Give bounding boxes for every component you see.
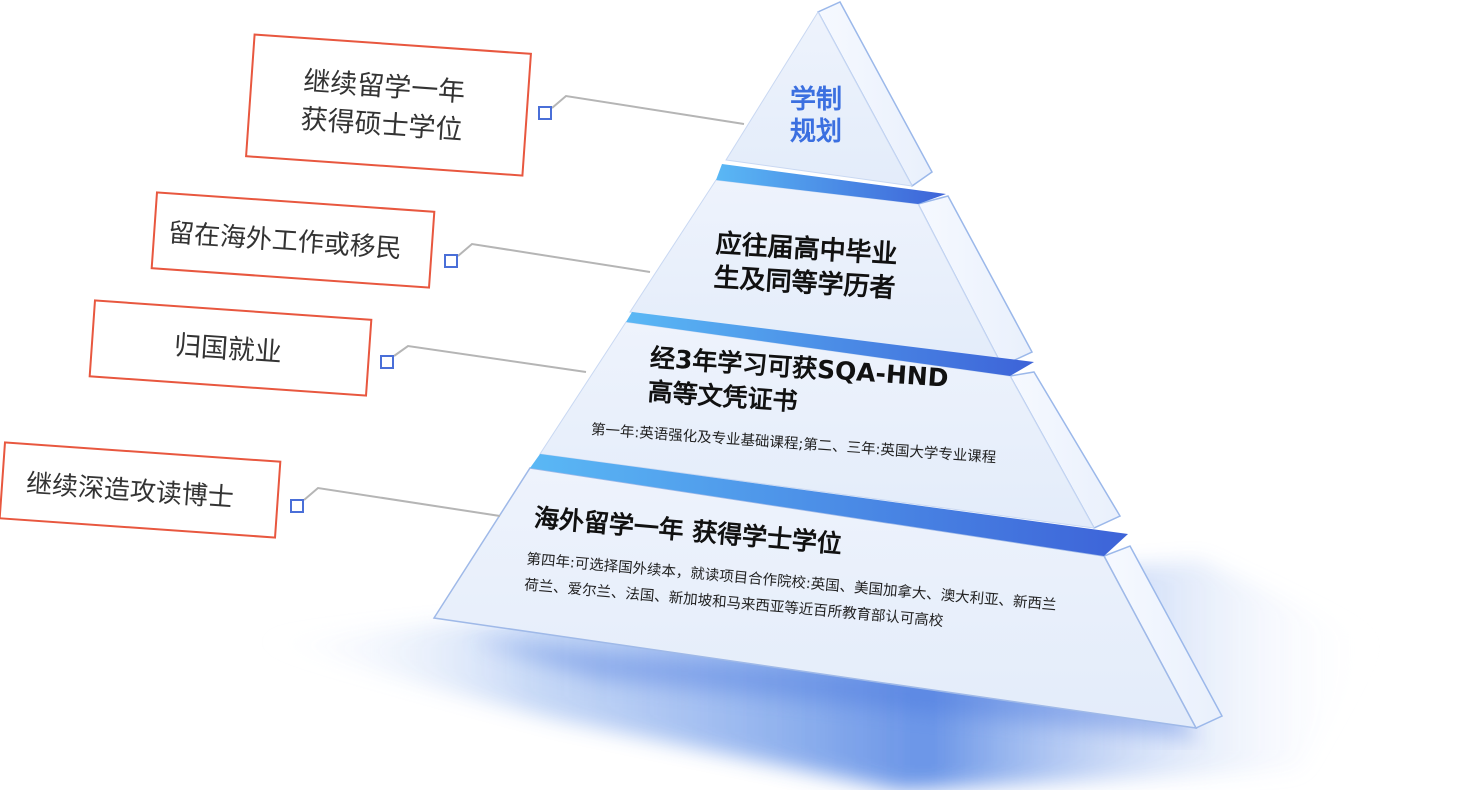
node-marker-4: [290, 499, 304, 513]
tier-edges: [530, 164, 1128, 556]
outcome-4: 继续深造攻读博士: [0, 441, 282, 539]
node-marker-1: [538, 106, 552, 120]
connectors: [303, 94, 745, 517]
connector-nodes: [290, 106, 552, 513]
pyramid-side-faces: [816, 1, 1224, 729]
outcome-1: 继续留学一年 获得硕士学位: [245, 33, 532, 177]
apex-title-line-2: 规划: [790, 117, 842, 147]
outcome-3: 归国就业: [88, 299, 373, 397]
tier-3-face: [432, 467, 1198, 729]
node-marker-2: [444, 254, 458, 268]
outcome-3-line-1: 归国就业: [173, 330, 283, 368]
apex-title-line-1: 学制: [790, 84, 842, 115]
outcome-2: 留在海外工作或移民: [150, 191, 436, 289]
apex-face: [725, 11, 913, 187]
pyramid-front-faces: [432, 11, 1198, 729]
node-marker-3: [380, 355, 394, 369]
